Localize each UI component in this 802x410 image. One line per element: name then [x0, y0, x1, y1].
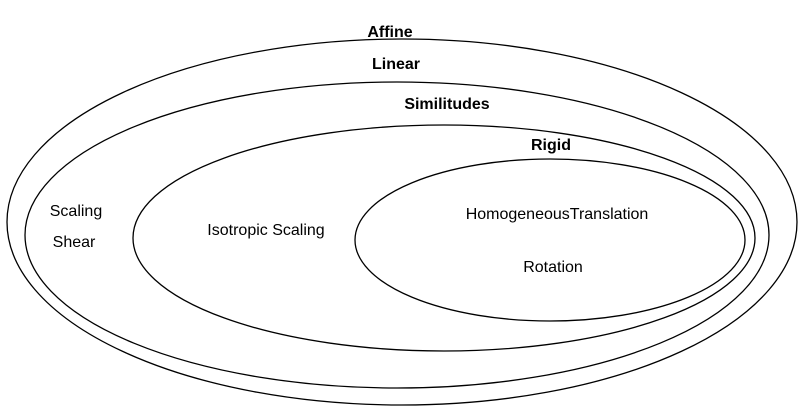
homogeneous-translation-label: HomogeneousTranslation	[466, 206, 649, 223]
shear-label: Shear	[53, 234, 96, 251]
rotation-label: Rotation	[523, 259, 583, 276]
similitudes-set-ellipse	[132, 124, 756, 352]
isotropic-scaling-label: Isotropic Scaling	[207, 222, 324, 239]
rigid-set-title: Rigid	[531, 137, 571, 154]
similitudes-set-title: Similitudes	[404, 96, 489, 113]
rigid-set-ellipse	[354, 158, 746, 322]
linear-set-title: Linear	[372, 56, 420, 73]
affine-set-title: Affine	[367, 24, 412, 41]
linear-set-ellipse	[24, 81, 770, 389]
scaling-label: Scaling	[50, 203, 102, 220]
affine-set-ellipse	[6, 38, 798, 406]
